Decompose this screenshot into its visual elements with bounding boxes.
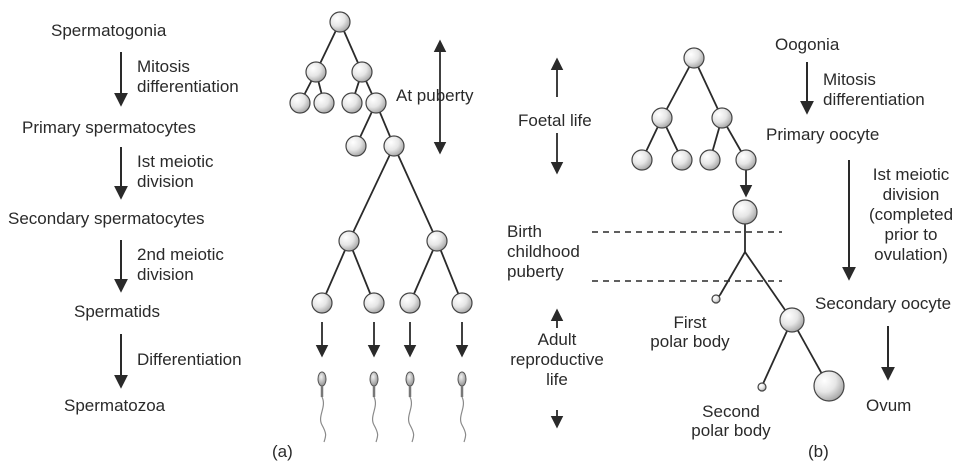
stage-spermatozoa: Spermatozoa bbox=[64, 396, 166, 415]
spermatogenesis-cells bbox=[289, 11, 473, 314]
first-polar-body-label-1: First bbox=[673, 313, 707, 332]
spermatid-to-spermatozoa-arrows bbox=[315, 322, 469, 358]
cell-oogonium bbox=[699, 149, 721, 171]
stage-primary-spermatocytes: Primary spermatocytes bbox=[22, 118, 196, 137]
cell-spermatogonium bbox=[351, 61, 373, 83]
first-polar-body-label-2: polar body bbox=[650, 332, 730, 351]
spermatozoon bbox=[317, 371, 327, 443]
stage-spermatogonia: Spermatogonia bbox=[51, 21, 167, 40]
cell-oogonium bbox=[683, 47, 705, 69]
second-polar-body-label-2: polar body bbox=[691, 421, 771, 440]
cell-spermatogonium bbox=[341, 92, 363, 114]
childhood-label: childhood bbox=[507, 242, 580, 261]
meiosis-line-1: Ist meiotic bbox=[872, 165, 950, 184]
cell-primary-oocyte bbox=[732, 199, 758, 225]
cell-secondary-spermatocyte bbox=[426, 230, 448, 252]
cell-spermatogonium bbox=[313, 92, 335, 114]
step-mitosis-differentiation: differentiation bbox=[137, 77, 239, 96]
cell-spermatid bbox=[451, 292, 473, 314]
cell-spermatogonium bbox=[345, 135, 367, 157]
reproductive-label: reproductive bbox=[510, 350, 604, 369]
cell-primary-spermatocyte bbox=[383, 135, 405, 157]
step-second-meiotic-division: division bbox=[137, 265, 194, 284]
step-first-meiotic: Ist meiotic bbox=[137, 152, 214, 171]
cell-ovum bbox=[813, 370, 845, 402]
birth-label: Birth bbox=[507, 222, 542, 241]
oogenesis-step-arrows bbox=[800, 62, 895, 381]
ovum-label: Ovum bbox=[866, 396, 912, 415]
meiosis-line-3: (completed bbox=[868, 205, 954, 224]
cell-spermatogonium bbox=[289, 92, 311, 114]
cell-spermatid bbox=[399, 292, 421, 314]
stage-secondary-spermatocytes: Secondary spermatocytes bbox=[8, 209, 205, 228]
spermatozoon bbox=[457, 371, 467, 443]
cell-spermatogonium bbox=[365, 92, 387, 114]
meiosis-line-4: prior to bbox=[884, 225, 938, 244]
oogenesis-cells bbox=[631, 47, 845, 402]
step-differentiation: Differentiation bbox=[137, 350, 242, 369]
at-puberty-label: At puberty bbox=[396, 86, 474, 105]
spermatozoa-group bbox=[317, 371, 467, 443]
cell-oogonium bbox=[631, 149, 653, 171]
oogonia-label: Oogonia bbox=[775, 35, 840, 54]
life-label: life bbox=[546, 370, 568, 389]
cell-oogonium bbox=[735, 149, 757, 171]
spermatogenesis-tree-lines bbox=[299, 21, 463, 304]
panel-label-a: (a) bbox=[272, 442, 293, 461]
cell-spermatogonium bbox=[329, 11, 351, 33]
primary-oocyte-label: Primary oocyte bbox=[766, 125, 880, 144]
timeline-dashed-lines bbox=[592, 231, 782, 282]
meiosis-line-2: division bbox=[882, 185, 940, 204]
cell-first-polar-body bbox=[711, 294, 721, 304]
step-mitosis: Mitosis bbox=[137, 57, 190, 76]
step-second-meiotic: 2nd meiotic bbox=[137, 245, 224, 264]
cell-secondary-spermatocyte bbox=[338, 230, 360, 252]
meiosis-line-5: ovulation) bbox=[874, 245, 948, 264]
puberty-label: puberty bbox=[507, 262, 564, 281]
cell-oogonium bbox=[651, 107, 673, 129]
cell-spermatogonium bbox=[305, 61, 327, 83]
panel-label-b: (b) bbox=[808, 442, 829, 461]
foetal-life-label: Foetal life bbox=[518, 111, 592, 130]
stage-spermatids: Spermatids bbox=[74, 302, 160, 321]
second-polar-body-label-1: Second bbox=[702, 402, 760, 421]
cell-secondary-oocyte bbox=[779, 307, 805, 333]
cell-spermatid bbox=[363, 292, 385, 314]
oogonia-mitosis-label: Mitosis bbox=[823, 70, 876, 89]
adult-label: Adult bbox=[537, 330, 577, 349]
cell-second-polar-body bbox=[757, 382, 767, 392]
spermatozoon bbox=[405, 371, 415, 443]
step-first-meiotic-division: division bbox=[137, 172, 194, 191]
cell-oogonium bbox=[671, 149, 693, 171]
cell-spermatid bbox=[311, 292, 333, 314]
secondary-oocyte-label: Secondary oocyte bbox=[815, 294, 952, 313]
oogonia-differentiation-label: differentiation bbox=[823, 90, 925, 109]
spermatozoon bbox=[369, 371, 379, 443]
cell-oogonium bbox=[711, 107, 733, 129]
